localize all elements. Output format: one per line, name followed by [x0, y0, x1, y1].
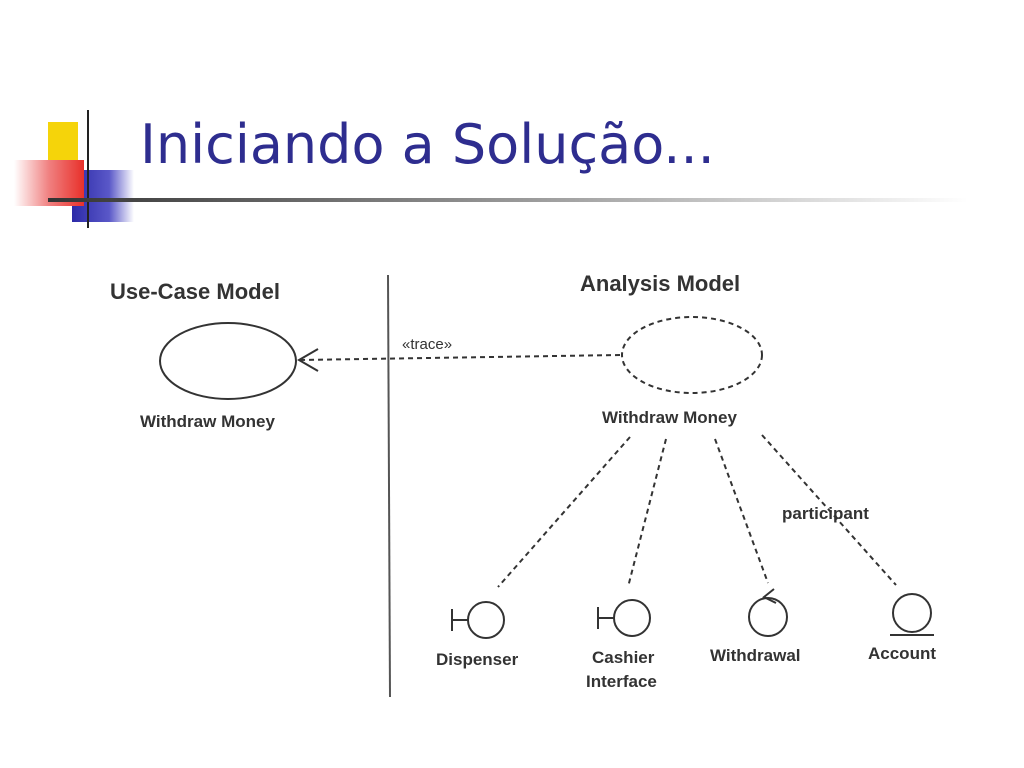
account-label: Account — [868, 644, 936, 663]
analysis-model-heading: Analysis Model — [580, 271, 740, 296]
cashier-interface-label-line2: Interface — [586, 672, 657, 691]
account-entity-class — [890, 593, 934, 636]
slide-title: Iniciando a Solução... — [140, 113, 715, 176]
cashier-interface-label-line1: Cashier — [592, 648, 655, 667]
trace-dependency-line — [298, 354, 621, 361]
participant-link-account — [761, 434, 897, 586]
title-decoration — [14, 110, 968, 228]
analysis-use-case-ellipse — [621, 316, 763, 394]
participant-label: participant — [782, 504, 869, 523]
trace-arrowhead — [297, 348, 319, 372]
participant-link-withdrawal — [714, 438, 769, 584]
use-case-label: Withdraw Money — [140, 412, 275, 431]
uml-diagram: Use-Case Model Withdraw Money «trace» An… — [110, 271, 936, 698]
dispenser-boundary-class — [451, 601, 505, 639]
participant-link-cashier-interface — [627, 438, 667, 588]
withdrawal-label: Withdrawal — [710, 646, 801, 665]
title-rule — [48, 198, 968, 202]
cashier-interface-boundary-class — [597, 599, 651, 637]
model-separator — [387, 274, 391, 698]
analysis-use-case-label: Withdraw Money — [602, 408, 737, 427]
dispenser-label: Dispenser — [436, 650, 519, 669]
trace-label: «trace» — [402, 336, 452, 353]
withdrawal-control-class — [748, 588, 788, 637]
participant-link-dispenser — [497, 436, 631, 588]
use-case-ellipse — [159, 322, 297, 400]
use-case-model-heading: Use-Case Model — [110, 279, 280, 304]
